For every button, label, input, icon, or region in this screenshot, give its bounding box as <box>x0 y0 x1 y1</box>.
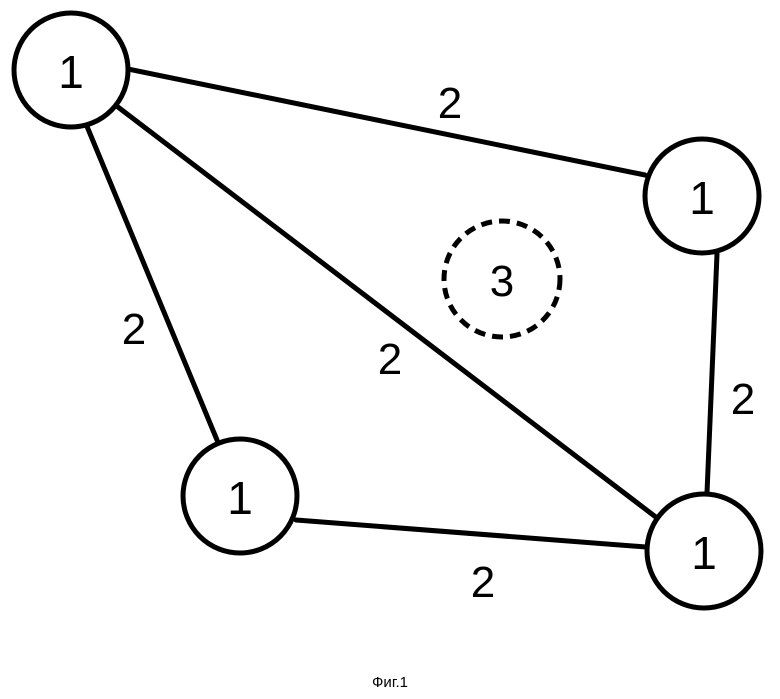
edge-label-top-left-right-upper: 2 <box>438 79 462 128</box>
zone-label: 3 <box>490 257 514 306</box>
node-label: 1 <box>691 527 717 579</box>
network-diagram: 2 2 2 2 2 3 1 1 1 1 <box>0 0 780 670</box>
node-right-upper: 1 <box>645 139 759 253</box>
node-top-left: 1 <box>14 13 128 127</box>
figure-caption: Фиг.1 <box>0 674 780 691</box>
edge-top-left-to-bottom-left <box>86 124 217 440</box>
edge-label-bottom-left-bottom-right: 2 <box>471 558 495 607</box>
node-label: 1 <box>227 472 253 524</box>
edge-label-top-left-bottom-right: 2 <box>378 335 402 384</box>
edge-label-right-upper-bottom-right: 2 <box>731 375 755 424</box>
edge-top-left-to-right-upper <box>123 68 645 175</box>
node-bottom-left: 1 <box>183 439 297 553</box>
edge-label-top-left-bottom-left: 2 <box>122 305 146 354</box>
node-bottom-right: 1 <box>647 494 761 608</box>
edge-right-upper-to-bottom-right <box>707 254 717 493</box>
edge-bottom-left-to-bottom-right <box>296 520 646 547</box>
node-label: 1 <box>58 46 84 98</box>
node-label: 1 <box>689 172 715 224</box>
